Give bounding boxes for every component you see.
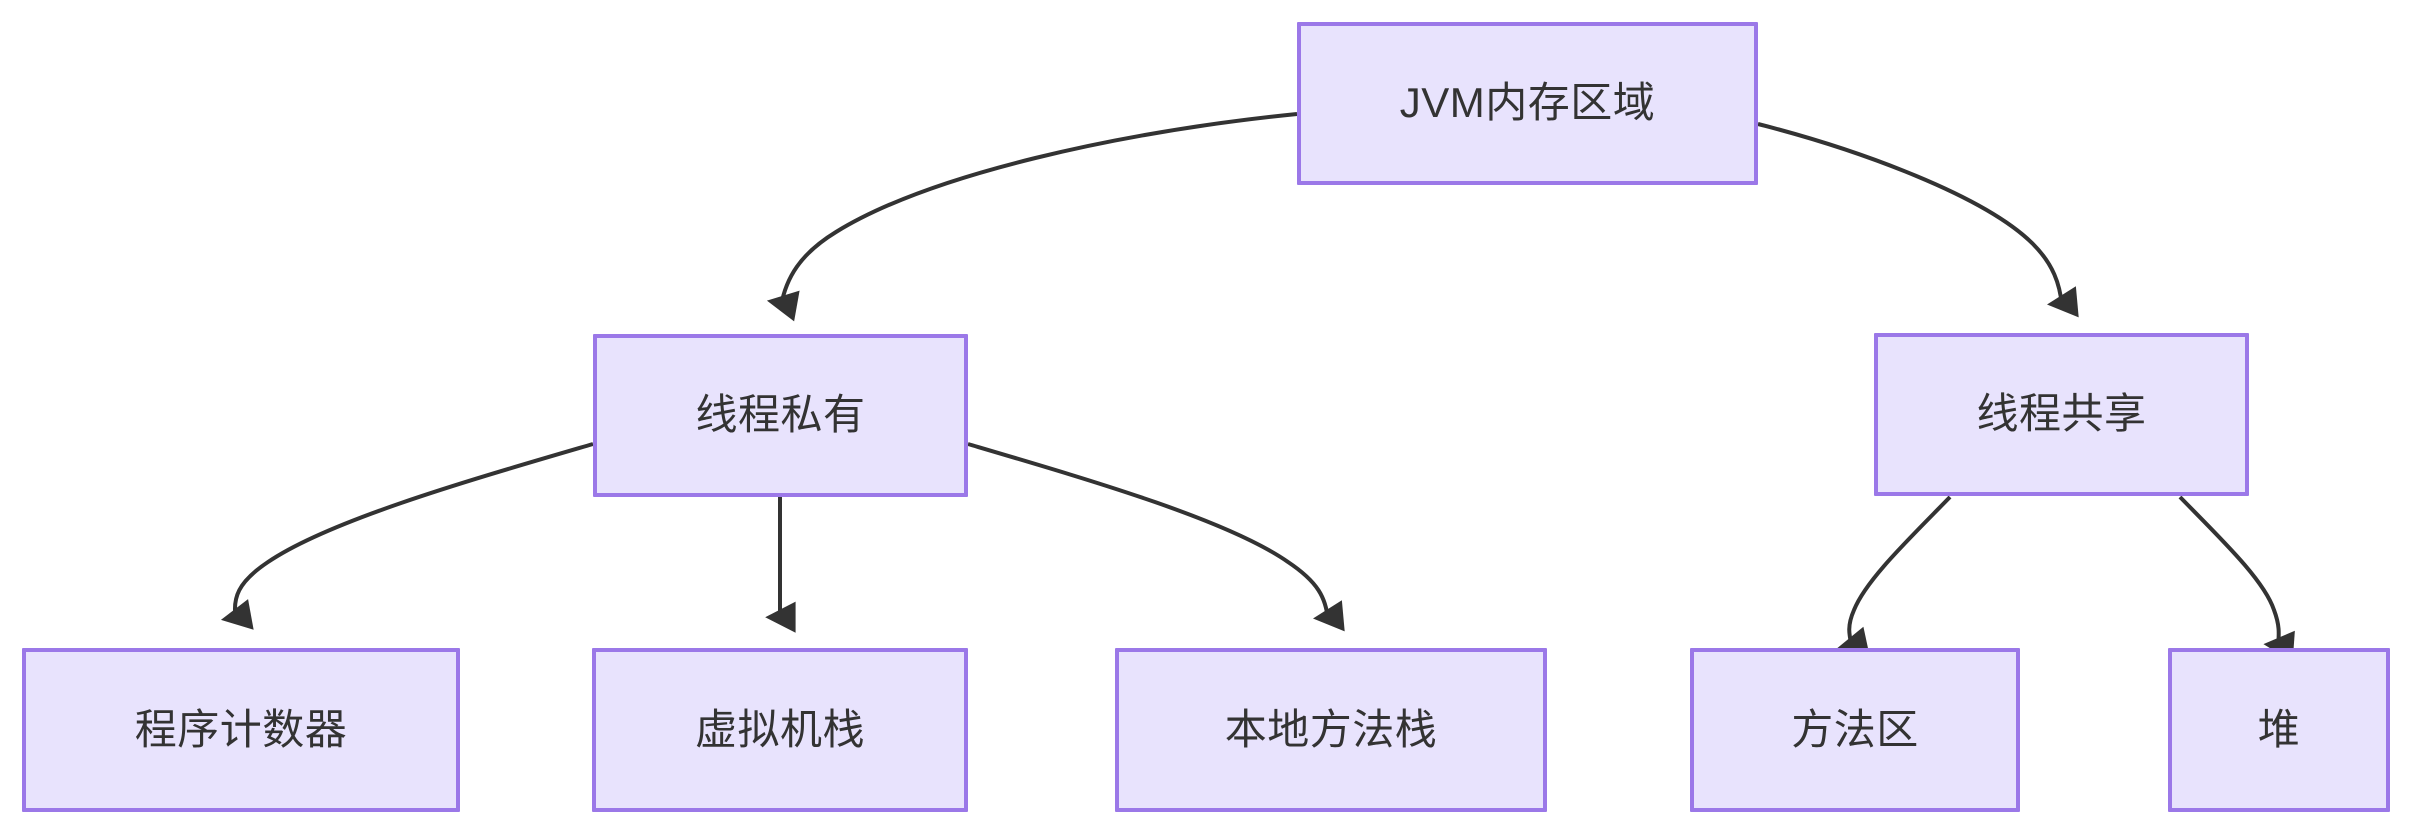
edge-thread-shared-to-method-area	[1836, 495, 1952, 658]
node-jvm-memory-area[interactable]: JVM内存区域	[1297, 22, 1758, 185]
node-label: JVM内存区域	[1399, 79, 1656, 127]
node-label: 线程共享	[1976, 390, 2147, 438]
node-program-counter[interactable]: 程序计数器	[22, 648, 460, 812]
edge-root-to-thread-private	[766, 112, 1298, 322]
node-label: 程序计数器	[134, 705, 348, 753]
node-label: 本地方法栈	[1224, 705, 1438, 753]
node-label: 虚拟机栈	[694, 705, 865, 753]
node-label: 线程私有	[695, 391, 866, 439]
node-heap[interactable]: 堆	[2168, 648, 2390, 812]
node-vm-stack[interactable]: 虚拟机栈	[592, 648, 968, 812]
edge-root-to-thread-shared	[1757, 122, 2079, 318]
node-native-method-stack[interactable]: 本地方法栈	[1115, 648, 1547, 812]
edge-thread-private-to-native-method-stack	[967, 442, 1345, 632]
node-label: 方法区	[1791, 705, 1919, 753]
edge-thread-shared-to-heap	[2178, 495, 2295, 662]
edge-thread-private-to-program-counter	[220, 442, 594, 630]
node-method-area[interactable]: 方法区	[1690, 648, 2020, 812]
node-thread-private[interactable]: 线程私有	[593, 334, 968, 497]
node-thread-shared[interactable]: 线程共享	[1874, 333, 2249, 496]
node-label: 堆	[2257, 705, 2301, 753]
